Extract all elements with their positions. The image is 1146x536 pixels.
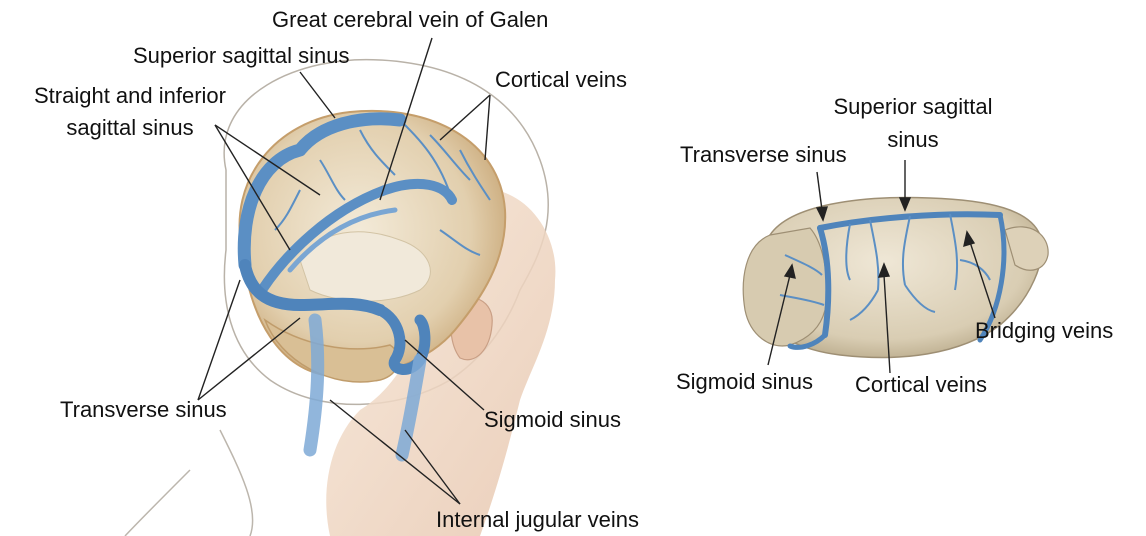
label-rodent-cortical-veins: Cortical veins [855,373,987,397]
label-vein-of-galen: Great cerebral vein of Galen [272,8,548,32]
label-rodent-transverse-sinus: Transverse sinus [680,143,847,167]
shoulder-outline [125,430,253,536]
internal-jugular-vein-left [310,320,318,450]
rodent-cerebellum [743,228,827,346]
label-cortical-veins: Cortical veins [495,68,627,92]
label-straight-inferior-line2: sagittal sinus [10,116,250,140]
human-head-illustration [125,38,555,536]
label-rodent-bridging-veins: Bridging veins [975,319,1113,343]
label-superior-sagittal-sinus: Superior sagittal sinus [133,44,349,68]
label-transverse-sinus: Transverse sinus [60,398,227,422]
label-sigmoid-sinus: Sigmoid sinus [484,408,621,432]
label-rodent-sigmoid-sinus: Sigmoid sinus [676,370,813,394]
label-internal-jugular-veins: Internal jugular veins [436,508,639,532]
label-straight-inferior-line1: Straight and inferior [10,84,250,108]
label-rodent-superior-sagittal-line1: Superior sagittal [808,95,1018,119]
